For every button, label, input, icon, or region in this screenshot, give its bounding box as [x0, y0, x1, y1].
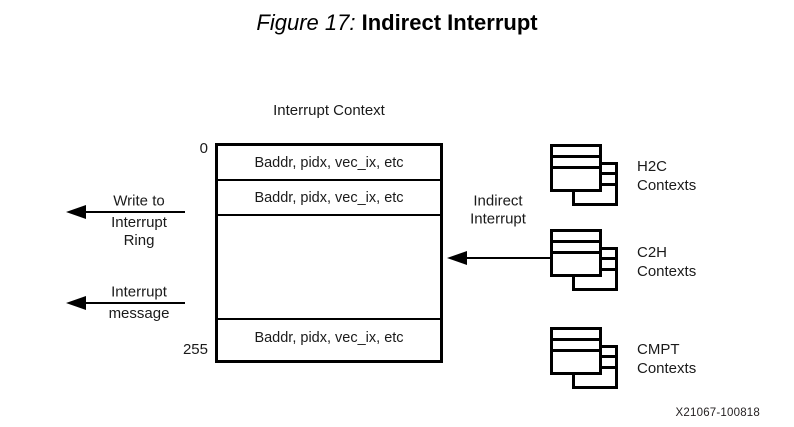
h2c-contexts-label: H2C Contexts — [637, 158, 696, 196]
arrow-shaft — [457, 257, 554, 259]
interrupt-message-label-below: message — [108, 305, 170, 322]
c2h-contexts-line1: C2H — [637, 244, 668, 261]
arrow-shaft — [76, 302, 185, 304]
stack-front-card — [550, 327, 602, 375]
arrow-shaft — [76, 211, 185, 213]
row-index-last: 255 — [182, 341, 208, 358]
stack-front-card — [550, 144, 602, 192]
c2h-contexts-label: C2H Contexts — [637, 244, 696, 282]
indirect-interrupt-label: Indirect Interrupt — [450, 193, 546, 228]
figure-name: Indirect Interrupt — [361, 10, 538, 35]
indirect-interrupt-line1: Indirect — [473, 192, 523, 210]
table-row: Baddr, pidx, vec_ix, etc — [218, 146, 440, 181]
cmpt-contexts-icon — [550, 327, 618, 389]
indirect-interrupt-line2: Interrupt — [470, 210, 526, 228]
cmpt-contexts-line2: Contexts — [637, 359, 697, 377]
h2c-contexts-icon — [550, 144, 618, 206]
stack-divider — [553, 166, 599, 169]
interrupt-message-label-above: Interrupt — [111, 283, 167, 301]
arrow-head-icon — [66, 296, 86, 310]
arrow-head-icon — [447, 251, 467, 265]
stack-divider — [553, 155, 599, 158]
write-to-ring-label-below: Interrupt Ring — [93, 214, 185, 249]
row-index-first: 0 — [199, 140, 208, 157]
table-row-empty — [218, 216, 440, 320]
write-to-ring-label-above: Write to — [113, 192, 165, 210]
table-row: Baddr, pidx, vec_ix, etc — [218, 181, 440, 216]
stack-divider — [553, 251, 599, 254]
write-to-ring-line2: Ring — [123, 231, 155, 249]
interrupt-message-arrow — [66, 296, 185, 310]
h2c-contexts-line2: Contexts — [637, 176, 697, 194]
write-to-ring-line1: Interrupt — [111, 214, 167, 231]
stack-front-card — [550, 229, 602, 277]
c2h-contexts-icon — [550, 229, 618, 291]
indirect-interrupt-arrow — [447, 251, 554, 265]
arrow-head-icon — [66, 205, 86, 219]
write-to-ring-arrow — [66, 205, 185, 219]
stack-divider — [553, 349, 599, 352]
c2h-contexts-line2: Contexts — [637, 262, 697, 280]
cmpt-contexts-label: CMPT Contexts — [637, 341, 696, 379]
interrupt-context-table: Baddr, pidx, vec_ix, etc Baddr, pidx, ve… — [215, 143, 443, 363]
figure-title: Figure 17: Indirect Interrupt — [0, 10, 794, 36]
interrupt-context-header: Interrupt Context — [273, 102, 385, 119]
document-code: X21067-100818 — [675, 407, 760, 419]
stack-divider — [553, 338, 599, 341]
table-row: Baddr, pidx, vec_ix, etc — [218, 320, 440, 355]
cmpt-contexts-line1: CMPT — [637, 341, 680, 358]
figure-number: Figure 17: — [256, 10, 356, 35]
h2c-contexts-line1: H2C — [637, 158, 668, 175]
stack-divider — [553, 240, 599, 243]
